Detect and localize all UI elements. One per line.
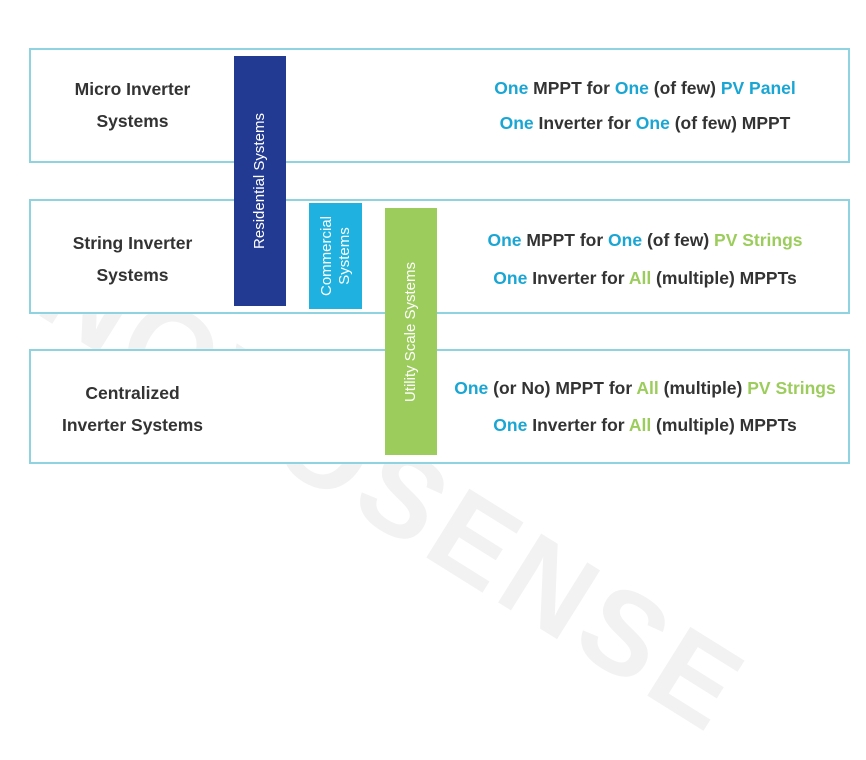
desc-segment: One <box>635 113 670 133</box>
row-desc-line: One Inverter for All (multiple) MPPTs <box>440 415 850 436</box>
desc-segment: (of few) MPPT <box>669 113 791 133</box>
row-desc-line: One Inverter for All (multiple) MPPTs <box>440 268 850 289</box>
desc-segment: One <box>499 113 534 133</box>
desc-segment: One <box>454 378 489 398</box>
row-label-line1: String Inverter <box>72 233 193 253</box>
desc-segment: Inverter for <box>527 415 629 435</box>
row-label-centralized: Centralized Inverter Systems <box>40 377 225 441</box>
row-box-micro <box>29 48 850 163</box>
desc-segment: (multiple) <box>658 378 748 398</box>
residential-systems-bar: Residential Systems <box>234 56 286 306</box>
desc-segment: All <box>628 415 652 435</box>
desc-segment: One <box>487 230 522 250</box>
desc-segment: (multiple) MPPTs <box>651 415 797 435</box>
desc-segment: MPPT for <box>528 78 615 98</box>
desc-segment: (multiple) MPPTs <box>651 268 797 288</box>
utility-scale-systems-label: Utility Scale Systems <box>402 261 420 402</box>
row-label-line2: Systems <box>96 265 169 285</box>
desc-segment: One <box>493 268 528 288</box>
desc-segment: One <box>494 78 529 98</box>
desc-segment: PV Strings <box>714 230 803 250</box>
row-label-line1: Centralized <box>85 383 180 403</box>
row-label-line2: Systems <box>96 111 169 131</box>
row-desc-line: One MPPT for One (of few) PV Strings <box>440 230 850 251</box>
desc-segment: One <box>608 230 643 250</box>
row-desc-line: One Inverter for One (of few) MPPT <box>440 113 850 134</box>
utility-scale-systems-bar: Utility Scale Systems <box>385 208 437 455</box>
desc-segment: (of few) <box>642 230 715 250</box>
row-label-micro: Micro Inverter Systems <box>40 73 225 137</box>
commercial-systems-label: Commercial Systems <box>318 216 354 296</box>
commercial-systems-bar: Commercial Systems <box>309 203 362 309</box>
desc-segment: (of few) <box>648 78 721 98</box>
row-desc-line: One MPPT for One (of few) PV Panel <box>440 78 850 99</box>
commercial-label-line2: Systems <box>335 227 353 285</box>
desc-segment: All <box>628 268 652 288</box>
desc-segment: MPPT for <box>521 230 609 250</box>
desc-segment: One <box>614 78 649 98</box>
desc-segment: Inverter for <box>527 268 629 288</box>
row-box-string <box>29 199 850 314</box>
row-label-line2: Inverter Systems <box>61 415 204 435</box>
row-box-centralized <box>29 349 850 464</box>
row-label-string: String Inverter Systems <box>40 227 225 291</box>
desc-segment: Inverter for <box>533 113 636 133</box>
row-desc-line: One (or No) MPPT for All (multiple) PV S… <box>440 378 850 399</box>
residential-systems-label: Residential Systems <box>251 113 269 249</box>
desc-segment: (or No) MPPT for <box>488 378 637 398</box>
desc-segment: PV Panel <box>720 78 796 98</box>
commercial-label-line1: Commercial <box>317 215 335 297</box>
row-label-line1: Micro Inverter <box>74 79 191 99</box>
desc-segment: All <box>636 378 659 398</box>
desc-segment: PV Strings <box>747 378 836 398</box>
desc-segment: One <box>493 415 528 435</box>
